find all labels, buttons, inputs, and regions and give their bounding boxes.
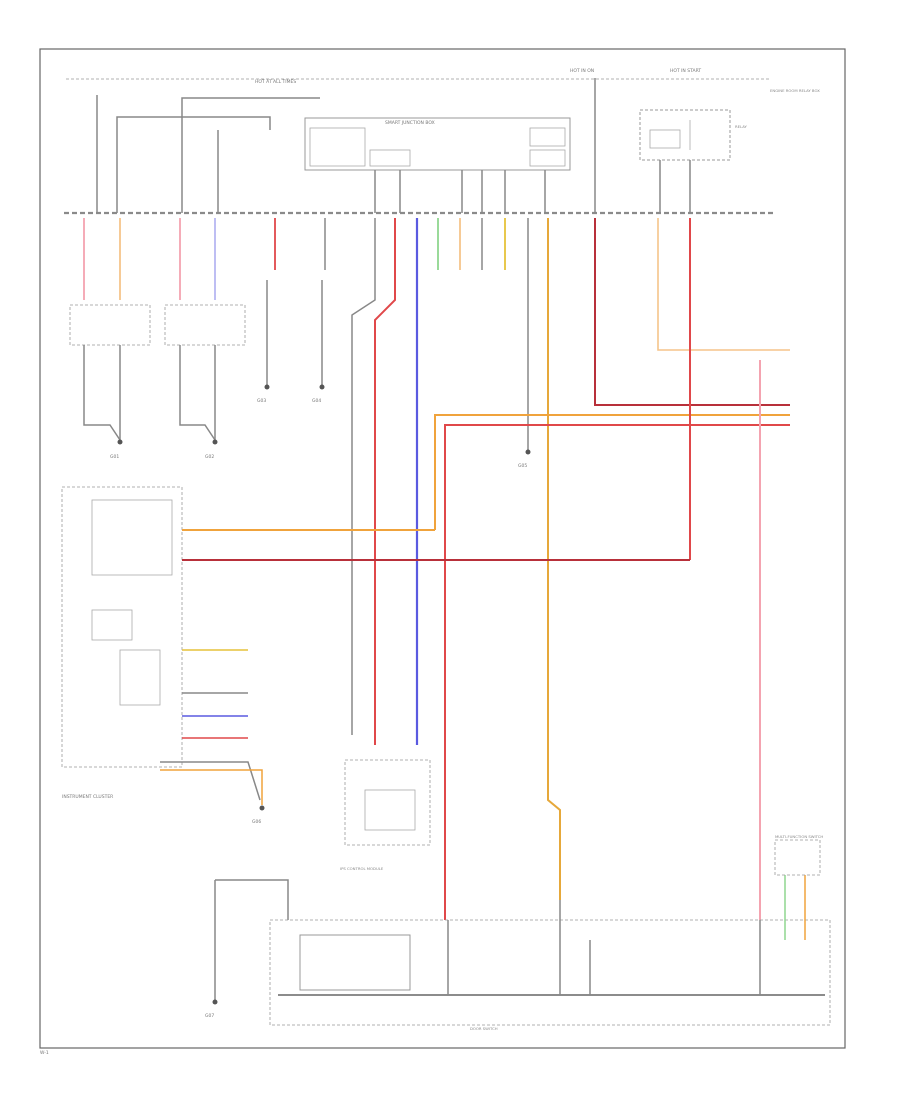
smart-junction-box: SMART JUNCTION BOX	[304, 117, 571, 171]
ground-g6-label: G06	[252, 819, 261, 825]
ips-control-module: IPS CONTROL MODULE	[340, 759, 431, 871]
left-lamp-circuits: G01 G02 G03 G04	[69, 218, 326, 460]
ground-g3-label: G03	[257, 398, 266, 404]
relay-box: RELAY	[639, 109, 748, 161]
ground-g7-label: G07	[205, 1013, 214, 1019]
ground-g1-label: G01	[110, 454, 119, 460]
door-switch-title: DOOR SWITCH	[470, 1026, 498, 1031]
feed-lines	[96, 78, 691, 213]
svg-text:RELAY: RELAY	[735, 124, 748, 129]
hot-in-on-label: HOT IN ON	[570, 68, 594, 74]
multi-function-switch-title: MULTI-FUNCTION SWITCH	[775, 834, 823, 839]
header-labels: HOT AT ALL TIMES HOT IN ON HOT IN START …	[66, 68, 820, 93]
page-ref: W-1	[40, 1050, 49, 1056]
ground-g4-label: G04	[312, 398, 321, 404]
instrument-cluster-title: INSTRUMENT CLUSTER	[62, 794, 113, 800]
hot-in-start-label: HOT IN START	[670, 68, 701, 74]
instrument-cluster: INSTRUMENT CLUSTER G06	[61, 486, 690, 825]
smart-junction-box-title: SMART JUNCTION BOX	[385, 120, 435, 126]
ground-g2-label: G02	[205, 454, 214, 460]
right-wires	[434, 218, 790, 920]
ground-g5-label: G05	[518, 463, 527, 469]
ips-control-module-title: IPS CONTROL MODULE	[340, 866, 384, 871]
diagram-frame	[39, 48, 846, 1049]
hot-at-all-times-label: HOT AT ALL TIMES	[255, 79, 296, 85]
engine-room-relay-label: ENGINE ROOM RELAY BOX	[770, 88, 820, 93]
bottom-switch-row: G07 DOOR SWITCH MULTI-FUNCTION SWITCH	[205, 834, 831, 1031]
